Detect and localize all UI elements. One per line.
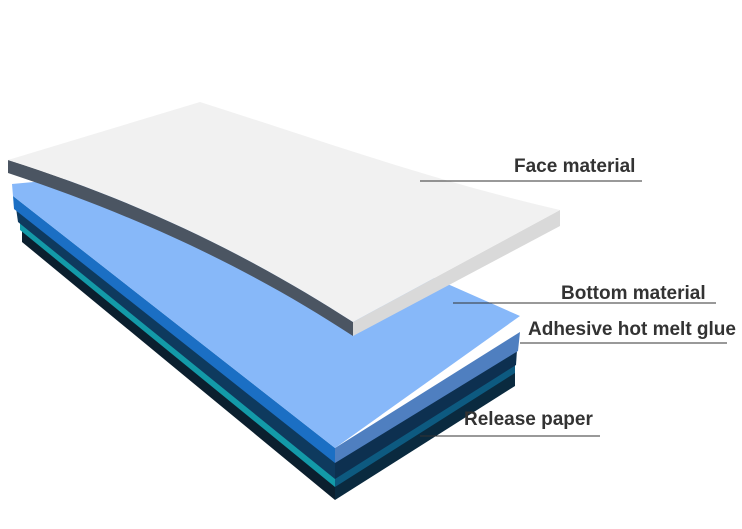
release-paper-base-front (22, 228, 335, 500)
label-release-paper: Release paper (464, 409, 593, 430)
release-paper-teal-right (335, 364, 515, 487)
adhesive-front (16, 208, 335, 479)
bottom-material-side-right (335, 332, 520, 463)
face-material-side-front (8, 160, 353, 336)
face-material-side-right (353, 210, 560, 336)
label-bottom-material: Bottom material (561, 283, 706, 304)
bottom-material-side-front (13, 196, 335, 463)
bottom-material-top (12, 168, 520, 448)
face-material-layer (8, 102, 560, 336)
label-adhesive-hot-melt-glue: Adhesive hot melt glue (528, 319, 736, 340)
adhesive-layer (16, 208, 517, 479)
face-material-top (8, 102, 560, 322)
leader-lines (420, 180, 727, 437)
label-face-material: Face material (514, 156, 636, 177)
adhesive-right (335, 350, 517, 479)
release-paper-teal-front (20, 221, 335, 487)
bottom-material-layer (12, 168, 520, 463)
